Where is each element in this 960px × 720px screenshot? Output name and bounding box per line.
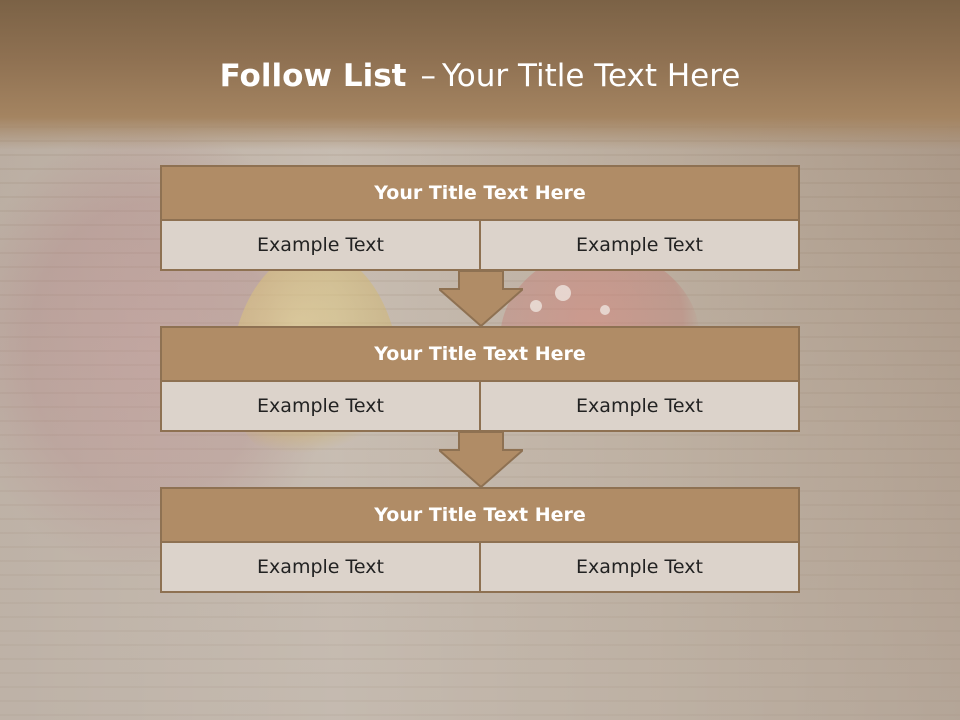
slide-title: Follow List–Your Title Text Here [0, 56, 960, 96]
down-arrow-icon [439, 271, 523, 326]
title-separator: – [420, 58, 436, 94]
step-row: Example Text Example Text [160, 221, 800, 271]
step-row: Example Text Example Text [160, 382, 800, 432]
step-cell-left: Example Text [160, 382, 481, 432]
step-block-2: Your Title Text Here Example Text Exampl… [160, 326, 800, 432]
step-cell-left: Example Text [160, 543, 481, 593]
egg-dot [530, 300, 542, 312]
step-title: Your Title Text Here [160, 326, 800, 382]
step-block-1: Your Title Text Here Example Text Exampl… [160, 165, 800, 271]
step-cell-left: Example Text [160, 221, 481, 271]
header-band [0, 0, 960, 150]
step-cell-right: Example Text [481, 221, 800, 271]
step-title: Your Title Text Here [160, 487, 800, 543]
step-title: Your Title Text Here [160, 165, 800, 221]
title-bold: Follow List [219, 58, 407, 94]
down-arrow-icon [439, 432, 523, 487]
step-row: Example Text Example Text [160, 543, 800, 593]
title-rest: Your Title Text Here [441, 58, 741, 94]
step-cell-right: Example Text [481, 543, 800, 593]
step-cell-right: Example Text [481, 382, 800, 432]
egg-dot [555, 285, 571, 301]
step-block-3: Your Title Text Here Example Text Exampl… [160, 487, 800, 593]
egg-dot [600, 305, 610, 315]
